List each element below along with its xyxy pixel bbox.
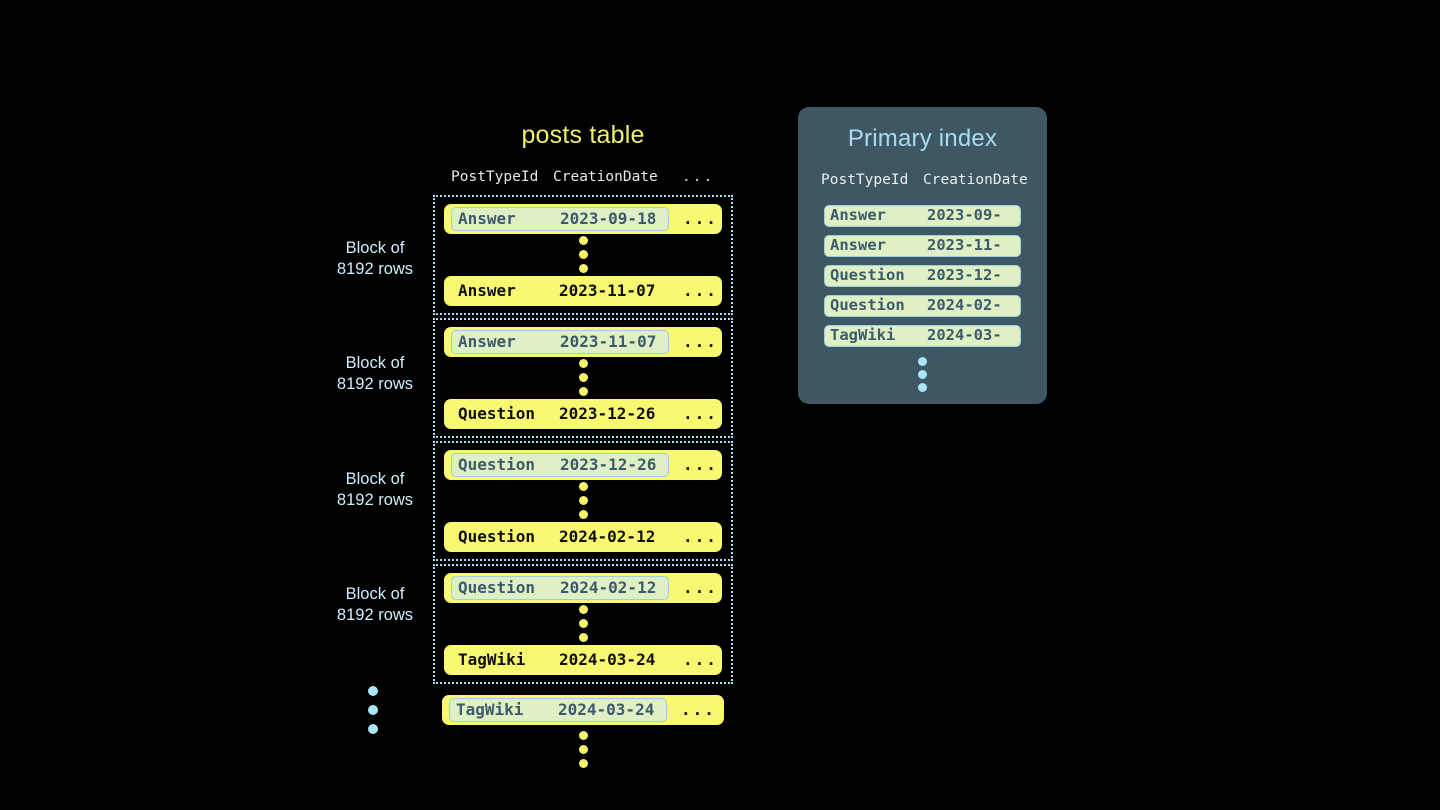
posts-table-title: posts table: [521, 121, 645, 149]
block-label-1: Block of 8192 rows: [300, 238, 450, 280]
cell-posttypeid: Question: [830, 266, 905, 284]
cell-more: ...: [683, 650, 718, 669]
cell-creationdate: 2023-12-26: [559, 404, 656, 423]
cell-creationdate: 2024-03-24: [927, 326, 1002, 363]
table-row[interactable]: Answer 2023-11-07 ...: [444, 327, 722, 357]
index-row[interactable]: Question 2024-02-12: [824, 295, 1021, 333]
posts-table: posts table PostTypeId CreationDate ... …: [433, 118, 733, 771]
cell-creationdate: 2023-09-18: [927, 206, 1002, 243]
cell-more: ...: [683, 281, 718, 300]
cell-creationdate: 2024-03-24: [559, 650, 656, 669]
cell-creationdate: 2023-09-18: [560, 209, 657, 228]
cell-creationdate: 2024-02-12: [559, 527, 656, 546]
primary-index-title: Primary index: [847, 125, 998, 152]
cell-posttypeid: Answer: [830, 236, 886, 254]
cell-creationdate: 2023-12-26: [560, 455, 657, 474]
cell-creationdate: 2023-11-07: [560, 332, 657, 351]
block-label-4: Block of 8192 rows: [300, 584, 450, 626]
rows-omitted-dots-icon: [435, 603, 731, 645]
row-highlight-chip: Answer 2023-09-18: [451, 207, 669, 231]
cell-more: ...: [683, 578, 718, 597]
block-label-2-line2: 8192 rows: [336, 375, 414, 393]
primary-index-rows: Answer 2023-09-18 Answer 2023-11-07 Ques…: [798, 205, 1047, 363]
column-header-posttypeid: PostTypeId: [451, 169, 539, 185]
block-label-1-line2: 8192 rows: [336, 260, 414, 278]
index-row[interactable]: TagWiki 2024-03-24: [824, 325, 1021, 363]
rows-omitted-dots-icon: [435, 234, 731, 276]
table-block-2: Answer 2023-11-07 ... Question 2023-12-2…: [433, 318, 733, 438]
row-highlight-chip: Question 2024-02-12: [451, 576, 669, 600]
table-block-1: Answer 2023-09-18 ... Answer 2023-11-07 …: [433, 195, 733, 315]
block-label-2: Block of 8192 rows: [300, 353, 450, 395]
cell-creationdate: 2023-11-07: [927, 236, 1002, 273]
more-rows-dots-icon: [433, 729, 733, 771]
cell-posttypeid: Answer: [458, 281, 516, 300]
cell-creationdate: 2024-02-12: [560, 578, 657, 597]
cell-posttypeid: TagWiki: [456, 700, 524, 719]
index-row[interactable]: Answer 2023-09-18: [824, 205, 1021, 243]
primary-index-column-headers: PostTypeId CreationDate: [798, 172, 1047, 196]
column-header-creationdate: CreationDate: [553, 169, 658, 185]
cell-creationdate: 2023-12-26: [927, 266, 1002, 303]
block-label-1-line1: Block of: [345, 239, 405, 257]
table-row[interactable]: Question 2023-12-26 ...: [444, 450, 722, 480]
block-label-3: Block of 8192 rows: [300, 469, 450, 511]
cell-creationdate: 2024-03-24: [558, 700, 655, 719]
block-label-3-line2: 8192 rows: [336, 491, 414, 509]
cell-more: ...: [683, 209, 718, 228]
cell-posttypeid: Question: [458, 578, 536, 597]
block-label-4-line2: 8192 rows: [336, 606, 414, 624]
column-header-more: ...: [682, 169, 715, 185]
cell-posttypeid: TagWiki: [830, 326, 896, 344]
cell-more: ...: [683, 332, 718, 351]
table-row[interactable]: TagWiki 2024-03-24 ...: [444, 645, 722, 675]
row-highlight-chip: Question 2023-12-26: [451, 453, 669, 477]
posts-table-column-headers: PostTypeId CreationDate ...: [433, 169, 733, 195]
table-row[interactable]: Question 2023-12-26 ...: [444, 399, 722, 429]
cell-posttypeid: Answer: [458, 332, 516, 351]
column-header-posttypeid: PostTypeId: [821, 172, 909, 188]
cell-more: ...: [681, 700, 716, 719]
cell-posttypeid: TagWiki: [458, 650, 526, 669]
more-blocks-dots-icon: [368, 686, 378, 743]
index-row[interactable]: Question 2023-12-26: [824, 265, 1021, 303]
table-block-4: Question 2024-02-12 ... TagWiki 2024-03-…: [433, 564, 733, 684]
cell-posttypeid: Question: [458, 404, 536, 423]
cell-more: ...: [683, 404, 718, 423]
cell-posttypeid: Question: [830, 296, 905, 314]
primary-index-panel: Primary index PostTypeId CreationDate An…: [798, 107, 1047, 404]
table-row[interactable]: TagWiki 2024-03-24 ...: [442, 695, 724, 725]
rows-omitted-dots-icon: [435, 480, 731, 522]
block-label-4-line1: Block of: [345, 585, 405, 603]
table-row[interactable]: Question 2024-02-12 ...: [444, 522, 722, 552]
table-row[interactable]: Answer 2023-11-07 ...: [444, 276, 722, 306]
cell-posttypeid: Answer: [830, 206, 886, 224]
cell-posttypeid: Answer: [458, 209, 516, 228]
posts-table-blocks: Answer 2023-09-18 ... Answer 2023-11-07 …: [433, 195, 733, 684]
rows-omitted-dots-icon: [435, 357, 731, 399]
table-row[interactable]: Answer 2023-09-18 ...: [444, 204, 722, 234]
cell-posttypeid: Question: [458, 527, 536, 546]
row-highlight-chip: Answer 2023-11-07: [451, 330, 669, 354]
block-label-2-line1: Block of: [345, 354, 405, 372]
column-header-creationdate: CreationDate: [923, 172, 1028, 188]
cell-more: ...: [683, 455, 718, 474]
table-row[interactable]: Question 2024-02-12 ...: [444, 573, 722, 603]
index-row[interactable]: Answer 2023-11-07: [824, 235, 1021, 273]
block-label-3-line1: Block of: [345, 470, 405, 488]
more-index-entries-dots-icon: [798, 355, 1047, 395]
cell-more: ...: [683, 527, 718, 546]
cell-creationdate: 2023-11-07: [559, 281, 656, 300]
table-block-3: Question 2023-12-26 ... Question 2024-02…: [433, 441, 733, 561]
row-highlight-chip: TagWiki 2024-03-24: [449, 698, 667, 722]
cell-posttypeid: Question: [458, 455, 536, 474]
cell-creationdate: 2024-02-12: [927, 296, 1002, 333]
